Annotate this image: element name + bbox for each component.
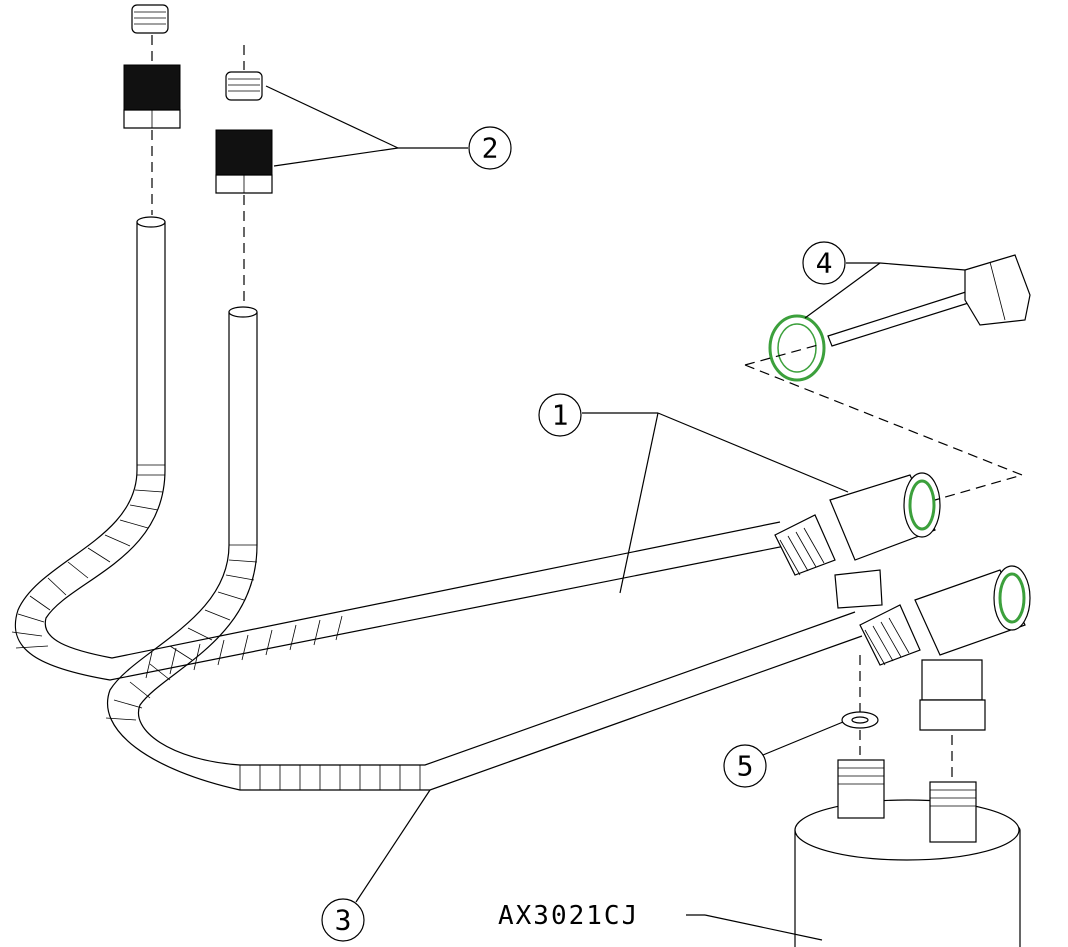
callout-5: 5	[723, 721, 844, 788]
compression-nut-left	[123, 64, 181, 129]
callout-5-number: 5	[737, 750, 754, 783]
callout-3-number: 3	[335, 904, 352, 937]
model-label: AX3021CJ	[498, 901, 639, 931]
flex-tube-b	[105, 306, 863, 791]
tee-fitting-upper	[774, 472, 941, 609]
model-label-group: AX3021CJ	[498, 901, 823, 941]
probe-rod	[827, 254, 1031, 347]
callout-2-number: 2	[482, 132, 499, 165]
ferrule-left	[131, 4, 169, 34]
callout-2: 2	[265, 85, 512, 170]
tee-fitting-lower	[859, 565, 1031, 731]
filter-housing	[794, 759, 1021, 947]
callout-1-number: 1	[552, 399, 569, 432]
seal-ring	[768, 314, 826, 382]
compression-nut-right	[215, 129, 273, 194]
callout-3: 3	[321, 789, 431, 942]
ferrule-right	[225, 71, 263, 101]
callout-4: 4	[802, 241, 966, 319]
flex-tube-a	[11, 216, 791, 681]
callout-1: 1	[538, 393, 849, 594]
callout-4-number: 4	[816, 247, 833, 280]
alignment-line-4	[744, 344, 1024, 501]
washer	[841, 711, 879, 729]
